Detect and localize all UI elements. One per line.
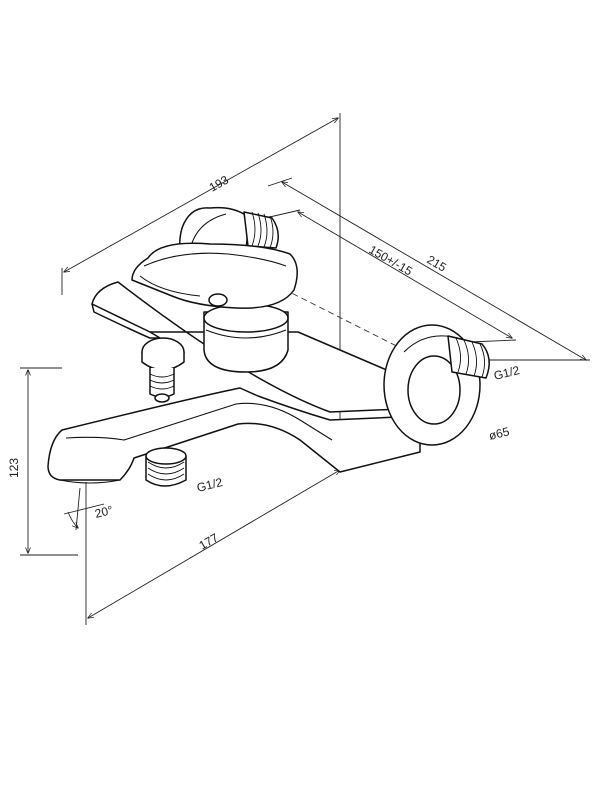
label-215: 215 (425, 252, 450, 274)
label-193: 193 (207, 173, 232, 195)
bottom-outlet-connector (145, 447, 187, 487)
lever-handle (131, 242, 298, 309)
right-inlet-connector (447, 335, 490, 379)
label-thread-outlet: G1/2 (195, 475, 224, 495)
label-123: 123 (7, 458, 21, 478)
left-inlet-connector (243, 211, 279, 249)
spout (47, 387, 421, 484)
diverter-knob (141, 337, 185, 403)
label-flange-diameter: ø65 (487, 424, 511, 443)
label-thread-inlet: G1/2 (492, 363, 521, 383)
label-150: 150+/-15 (367, 242, 416, 278)
dimension-angle (63, 487, 105, 531)
label-angle: 20° (93, 503, 114, 521)
label-177: 177 (197, 530, 222, 552)
cartridge-cylinder (203, 303, 289, 373)
dimension-177 (85, 470, 340, 625)
dimension-123 (20, 367, 78, 556)
